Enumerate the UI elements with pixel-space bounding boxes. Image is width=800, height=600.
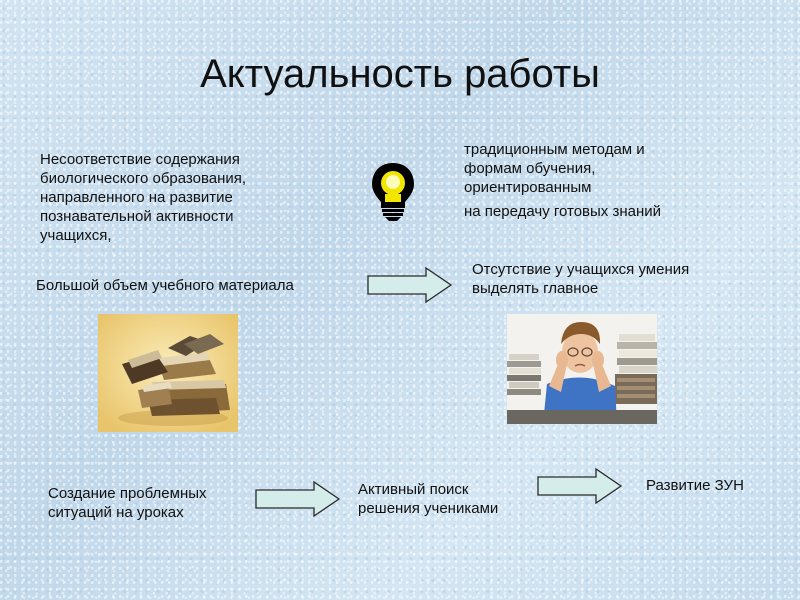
- right-arrow-icon: [255, 480, 341, 518]
- right-line: ориентированным: [464, 179, 592, 196]
- right-arrow-icon: [537, 467, 623, 505]
- slide-title: Актуальность работы: [200, 52, 600, 96]
- lightbulb-icon: [372, 163, 414, 221]
- no-skill-line: Отсутствие у учащихся умения: [472, 261, 690, 278]
- right-description: традиционным методам и формам обучения, …: [464, 140, 764, 221]
- right-line: на передачу готовых знаний: [464, 203, 662, 220]
- books-image: [98, 314, 238, 432]
- problem-situations-text: Создание проблемных ситуаций на уроках: [48, 484, 268, 522]
- skills-development-text: Развитие ЗУН: [646, 477, 744, 494]
- left-line: учащихся,: [40, 227, 112, 244]
- no-skill-line: выделять главное: [472, 280, 599, 297]
- left-line: направленного на развитие: [40, 189, 233, 206]
- left-line: биологического образования,: [40, 170, 247, 187]
- problem-line: Создание проблемных: [48, 485, 207, 502]
- right-line: традиционным методам и: [464, 141, 645, 158]
- search-line: Активный поиск: [358, 481, 469, 498]
- tired-student-image: [507, 314, 657, 424]
- problem-line: ситуаций на уроках: [48, 504, 184, 521]
- left-line: Несоответствие содержания: [40, 151, 240, 168]
- left-description: Несоответствие содержания биологического…: [40, 150, 300, 245]
- no-skill-text: Отсутствие у учащихся умения выделять гл…: [472, 260, 772, 298]
- large-material-text: Большой объем учебного материала: [36, 277, 294, 294]
- right-line: формам обучения,: [464, 160, 596, 177]
- left-line: познавательной активности: [40, 208, 234, 225]
- active-search-text: Активный поиск решения учениками: [358, 480, 558, 518]
- right-arrow-icon: [367, 266, 453, 304]
- search-line: решения учениками: [358, 500, 499, 517]
